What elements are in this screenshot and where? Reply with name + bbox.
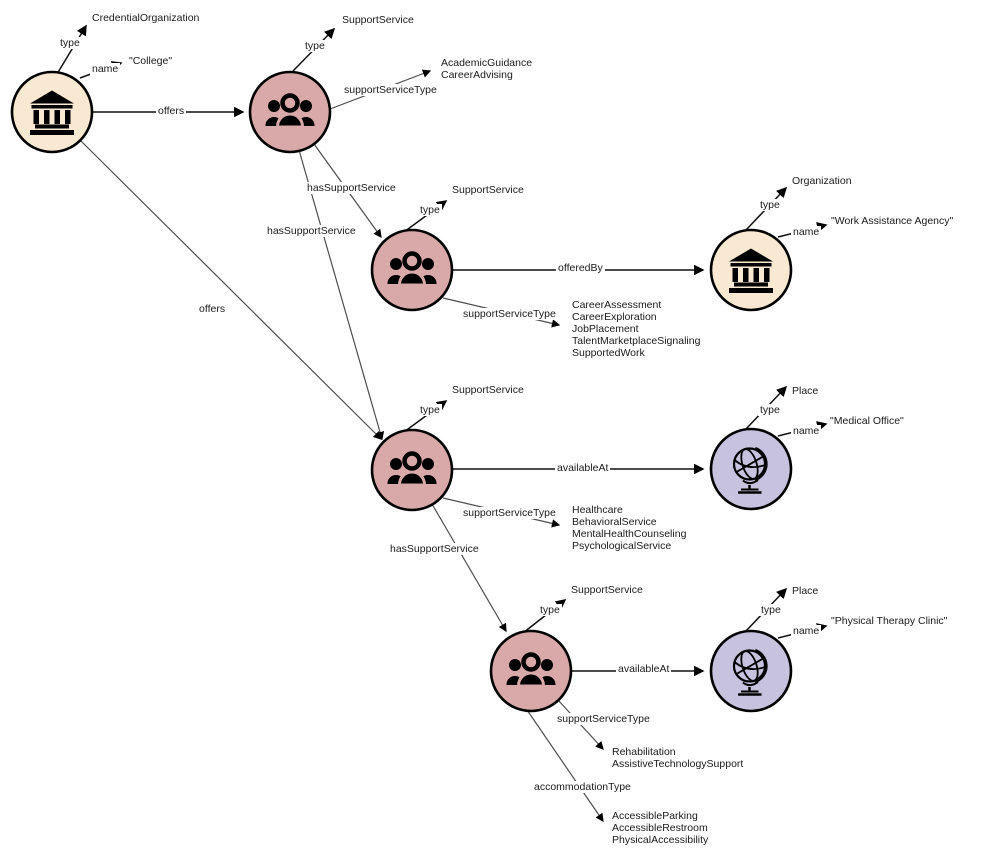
edge-label-hassupportservice-1: hasSupportService	[305, 182, 398, 194]
graph-edges	[56, 24, 828, 823]
annotation-edges	[56, 24, 828, 677]
edge-label-accommodationtype: accommodationType	[532, 781, 633, 793]
edge-label-availableat-medical: availableAt	[555, 462, 611, 474]
value-agency-name: "Work Assistance Agency"	[831, 215, 954, 227]
people-group-icon	[507, 655, 556, 687]
value-service3-type: SupportService	[452, 384, 524, 396]
edge-label-supportservicetype-service4: supportServiceType	[555, 713, 652, 725]
node-college[interactable]	[10, 70, 94, 154]
edge-label-type-service4: type	[538, 604, 562, 616]
edge-label-type-clinic: type	[759, 604, 783, 616]
edge-accommodationtype-service4	[524, 706, 604, 823]
edge-label-offeredby: offeredBy	[556, 262, 605, 274]
value-clinic-name: "Physical Therapy Clinic"	[831, 615, 948, 627]
people-group-icon	[388, 254, 437, 286]
node-support-service-3[interactable]	[370, 428, 454, 512]
clinic-node-circle[interactable]	[709, 629, 793, 713]
edge-label-name-agency: name	[791, 226, 822, 238]
edge-label-offers-1: offers	[156, 105, 187, 117]
value-college-type: CredentialOrganization	[92, 12, 200, 24]
people-group-icon	[266, 96, 315, 128]
medical-office-circle[interactable]	[709, 427, 793, 511]
edge-label-supportservicetype-service3: supportServiceType	[461, 507, 558, 519]
edge-label-type-service3: type	[418, 404, 442, 416]
node-physical-therapy-clinic[interactable]	[709, 629, 793, 713]
edge-label-hassupportservice-2: hasSupportService	[265, 225, 358, 237]
edge-label-type-medical: type	[758, 404, 782, 416]
college-node-circle[interactable]	[10, 70, 94, 154]
value-medical-name: "Medical Office"	[830, 415, 904, 427]
value-service4-accommodationtypes: AccessibleParking AccessibleRestroom Phy…	[612, 810, 709, 846]
edge-label-type-service2: type	[418, 204, 442, 216]
value-agency-type: Organization	[792, 175, 852, 187]
value-service4-supportservicetypes: Rehabilitation AssistiveTechnologySuppor…	[612, 746, 744, 770]
node-support-service-1[interactable]	[248, 70, 332, 154]
agency-node-circle[interactable]	[709, 228, 793, 312]
value-service4-type: SupportService	[571, 584, 643, 596]
edge-label-supportservicetype-service2: supportServiceType	[461, 308, 558, 320]
edge-label-type-college: type	[58, 37, 82, 49]
node-work-assistance-agency[interactable]	[709, 228, 793, 312]
value-service3-supportservicetypes: Healthcare BehavioralService MentalHealt…	[572, 504, 687, 552]
graph-nodes	[10, 70, 793, 713]
edge-offers-college-to-service3	[79, 139, 382, 440]
value-clinic-type: Place	[792, 585, 819, 597]
edge-type-college	[56, 24, 87, 75]
edge-label-name-college: name	[90, 63, 121, 75]
value-medical-type: Place	[792, 385, 819, 397]
edge-label-type-agency: type	[758, 199, 782, 211]
edge-label-offers-2: offers	[197, 303, 228, 315]
value-service2-supportservicetypes: CareerAssessment CareerExploration JobPl…	[572, 299, 701, 359]
edge-label-availableat-clinic: availableAt	[616, 663, 672, 675]
edge-hassupportservice-service1-to-service3	[298, 149, 385, 441]
value-service1-type: SupportService	[342, 14, 414, 26]
edge-label-name-clinic: name	[791, 625, 822, 637]
value-service1-supportservicetypes: AcademicGuidance CareerAdvising	[441, 57, 533, 81]
node-medical-office[interactable]	[709, 427, 793, 511]
edge-label-name-medical: name	[791, 425, 822, 437]
people-group-icon	[388, 454, 437, 486]
value-college-name: "College"	[129, 55, 173, 67]
node-support-service-4[interactable]	[489, 629, 573, 713]
edge-hassupportservice-service3-to-service4	[431, 503, 507, 633]
edge-label-type-service1: type	[303, 40, 327, 52]
value-service2-type: SupportService	[452, 184, 524, 196]
edge-label-hassupportservice-3: hasSupportService	[388, 543, 481, 555]
edge-label-supportservicetype-service1: supportServiceType	[342, 84, 439, 96]
node-support-service-2[interactable]	[370, 228, 454, 312]
